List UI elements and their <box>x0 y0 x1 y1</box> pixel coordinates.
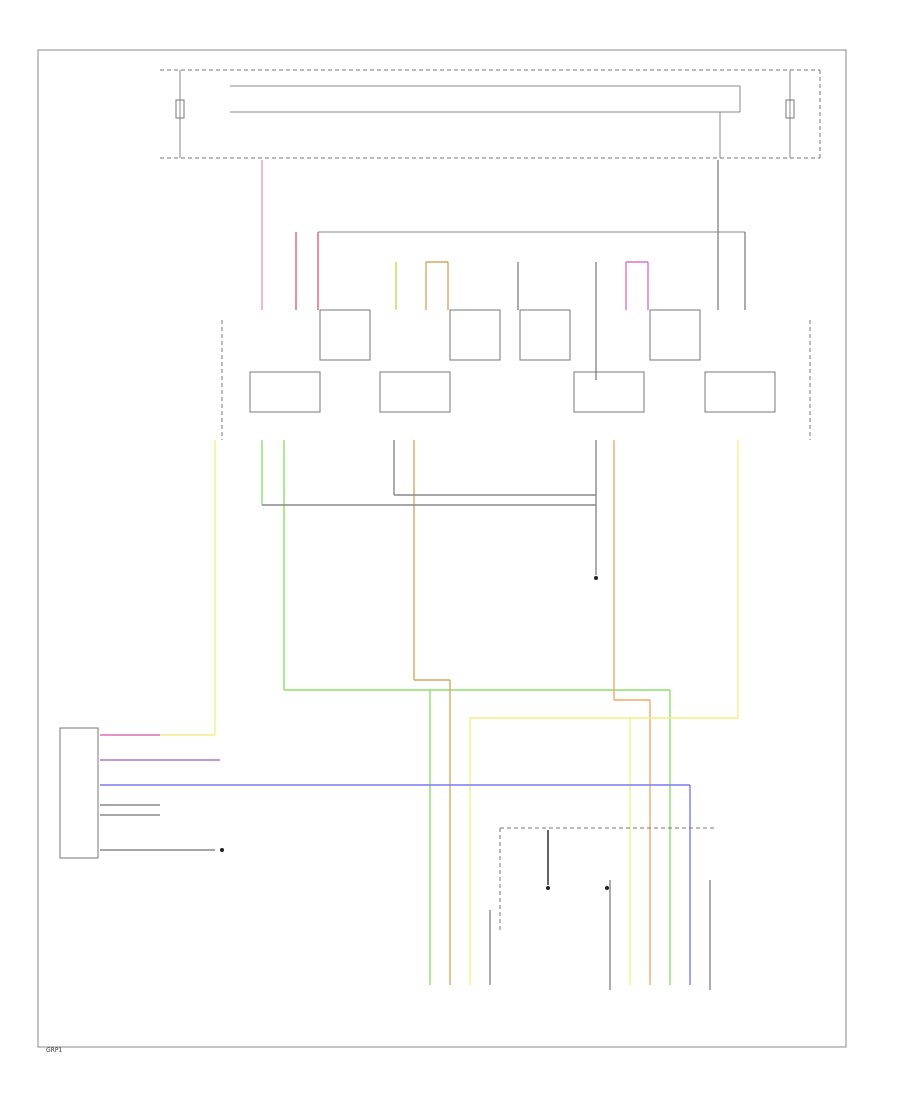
relay-row <box>221 309 811 440</box>
ground-symbols <box>220 576 609 890</box>
diagram-frame <box>37 49 847 1048</box>
top-feeds <box>261 160 746 380</box>
lower-harness <box>100 440 739 990</box>
trailer-module-box <box>59 727 99 859</box>
top-fuse-section <box>160 69 821 159</box>
footer-code: GRP1 <box>46 1047 62 1054</box>
